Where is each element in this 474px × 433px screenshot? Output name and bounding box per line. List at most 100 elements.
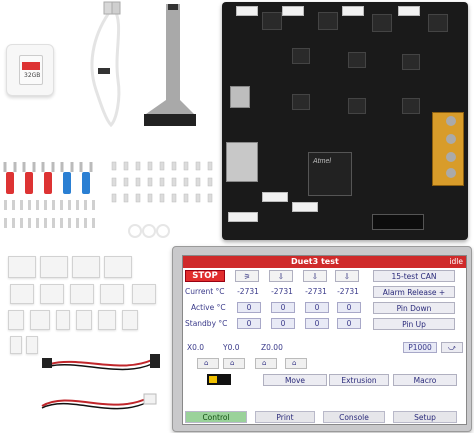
connector-housing (30, 310, 50, 330)
bed-level-marker (209, 376, 217, 383)
home-button[interactable]: ⌂ (197, 358, 219, 369)
standby-temp-field[interactable]: 0 (271, 318, 295, 329)
pin-up-button[interactable]: Pin Up (373, 318, 455, 330)
connector-housing (8, 256, 36, 278)
connector-housing (40, 284, 64, 304)
connector-housing (10, 284, 34, 304)
heater-button[interactable]: ⚞ (235, 270, 259, 282)
tool-0-button[interactable]: ⇩ (269, 270, 293, 282)
sd-card-body: 32GB (19, 55, 43, 85)
standby-temp-label: Standby °C (185, 319, 228, 328)
fork-terminals (3, 162, 93, 194)
board-connector (228, 212, 258, 222)
home-x-button[interactable]: ⌂ (223, 358, 245, 369)
active-temp-field[interactable]: 0 (305, 302, 329, 313)
connector-housing (104, 256, 132, 278)
standby-temp-field[interactable]: 0 (305, 318, 329, 329)
current-temp-label: Current °C (185, 287, 225, 296)
jumper-wires (41, 354, 160, 410)
terminal-screw (446, 116, 456, 126)
home-icon: ⌂ (204, 359, 209, 367)
nozzle-icon: ⇩ (311, 272, 319, 281)
display-title-bar: Duet3 test idle (183, 256, 466, 268)
driver-chip (262, 12, 282, 30)
home-z-button[interactable]: ⌂ (285, 358, 307, 369)
active-temp-label: Active °C (191, 303, 226, 312)
pin-down-button[interactable]: Pin Down (373, 302, 455, 314)
connector-housing (40, 256, 68, 278)
driver-chip (348, 98, 366, 114)
active-temp-field[interactable]: 0 (237, 302, 261, 313)
current-temp-value: -2731 (305, 287, 327, 296)
macro-button[interactable]: Macro (393, 374, 457, 386)
speed-button[interactable]: ⤻ (441, 342, 463, 353)
sd-card-stripe (22, 62, 40, 70)
display-title: Duet3 test (291, 257, 339, 266)
board-connector (262, 192, 288, 202)
driver-chip (292, 94, 310, 110)
connector-housing (70, 284, 94, 304)
can-test-button[interactable]: 15-test CAN (373, 270, 455, 282)
stop-button[interactable]: STOP (185, 270, 225, 282)
usb-cable (90, 1, 121, 128)
driver-chip (318, 12, 338, 30)
driver-chip (292, 48, 310, 64)
connector-housing (132, 284, 156, 304)
p-value: P1000 (403, 342, 437, 353)
home-icon: ⌂ (230, 359, 235, 367)
pin-header (372, 214, 424, 230)
home-y-button[interactable]: ⌂ (255, 358, 277, 369)
move-button[interactable]: Move (263, 374, 327, 386)
connector-housing (26, 336, 38, 354)
main-mcu: Atmel (308, 152, 352, 196)
driver-chip (402, 54, 420, 70)
driver-chip (402, 98, 420, 114)
y-position: Y0.0 (223, 343, 240, 352)
connector-housing (72, 256, 100, 278)
current-temp-value: -2731 (271, 287, 293, 296)
alarm-release-button[interactable]: Alarm Release + (373, 286, 455, 298)
terminal-screw (446, 152, 456, 162)
driver-chip (428, 14, 448, 32)
board-connector (292, 202, 318, 212)
tool-1-button[interactable]: ⇩ (303, 270, 327, 282)
display-screen: Duet3 test idle STOP ⚞ ⇩ ⇩ ⇩ 15-test CAN… (182, 255, 467, 425)
crimp-pins-grid (111, 161, 213, 203)
nozzle-icon: ⇩ (343, 272, 351, 281)
tool-2-button[interactable]: ⇩ (335, 270, 359, 282)
touch-display-panel: Duet3 test idle STOP ⚞ ⇩ ⇩ ⇩ 15-test CAN… (172, 246, 472, 432)
crimp-pins (4, 200, 95, 228)
tab-control[interactable]: Control (185, 411, 247, 423)
mcu-label: Atmel (313, 158, 331, 165)
ribbon-cable (144, 4, 196, 126)
active-temp-field[interactable]: 0 (271, 302, 295, 313)
home-icon: ⌂ (292, 359, 297, 367)
tab-console[interactable]: Console (323, 411, 385, 423)
display-status: idle (449, 257, 463, 266)
standby-temp-field[interactable]: 0 (237, 318, 261, 329)
connector-housing (76, 310, 92, 330)
bed-level-icon[interactable] (207, 374, 231, 385)
connector-housing (10, 336, 22, 354)
washer (142, 224, 156, 238)
tab-setup[interactable]: Setup (393, 411, 457, 423)
connector-housing (98, 310, 116, 330)
driver-chip (348, 52, 366, 68)
active-temp-field[interactable]: 0 (337, 302, 361, 313)
terminal-screw (446, 134, 456, 144)
connector-housing (8, 310, 24, 330)
sd-card-label: 32GB (24, 72, 41, 79)
connector-housing (56, 310, 70, 330)
tab-print[interactable]: Print (255, 411, 315, 423)
washer (128, 224, 142, 238)
terminal-screw (446, 168, 456, 178)
z-position: Z0.00 (261, 343, 283, 352)
driver-chip (372, 14, 392, 32)
standby-temp-field[interactable]: 0 (337, 318, 361, 329)
controller-board: Atmel (222, 2, 468, 240)
board-connector (398, 6, 420, 16)
sd-card: 32GB (6, 44, 54, 96)
extrusion-button[interactable]: Extrusion (329, 374, 389, 386)
nozzle-icon: ⇩ (277, 272, 285, 281)
sd-slot (230, 86, 250, 108)
